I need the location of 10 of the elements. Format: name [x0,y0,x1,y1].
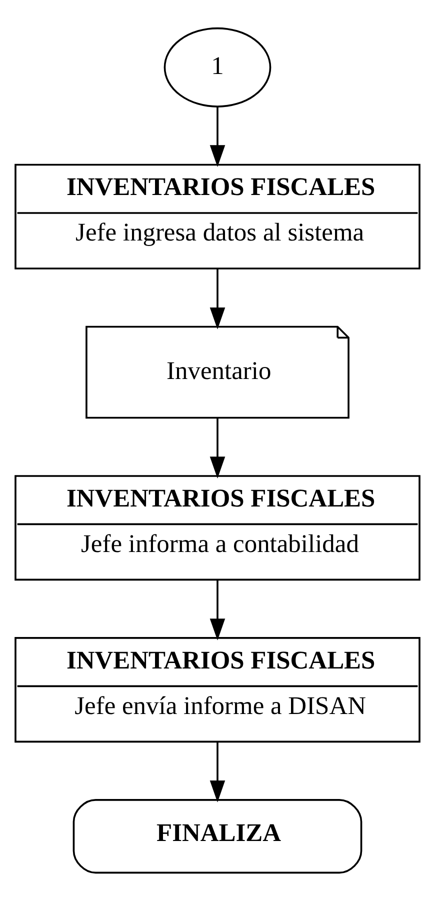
node-box: INVENTARIOS FISCALES Jefe envía informe a DISAN [14,637,420,743]
node-box: INVENTARIOS FISCALES Jefe informa a contabilidad [14,475,420,581]
arrow [210,106,226,168]
node-box: INVENTARIOS FISCALES Jefe ingresa datos al sistema [14,164,420,270]
arrow [210,269,226,330]
node-ellipse: 1 [164,27,272,108]
node-box: FINALIZA [72,799,362,874]
arrow [210,742,226,802]
arrow [210,418,226,479]
arrow [210,580,226,640]
